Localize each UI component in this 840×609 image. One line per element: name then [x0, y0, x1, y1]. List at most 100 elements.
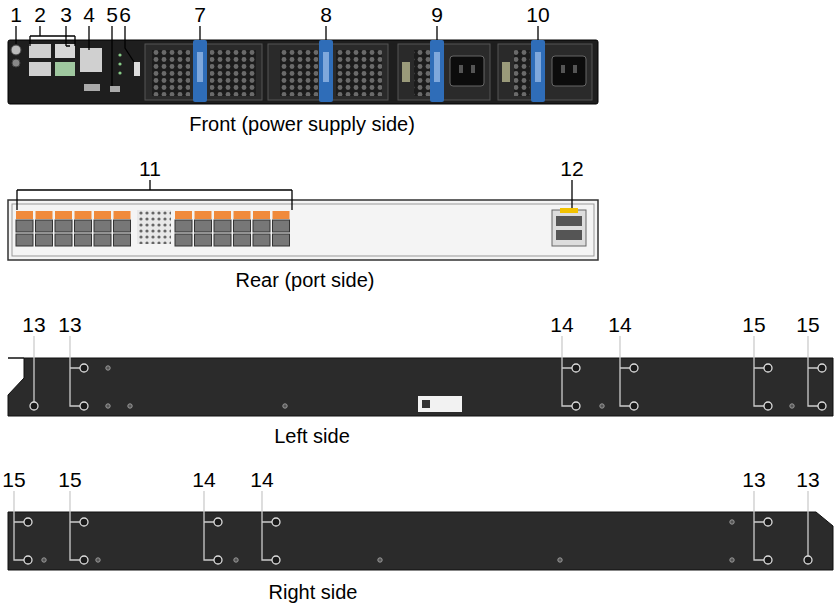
sfp-port: [214, 234, 231, 246]
sfp-port: [94, 220, 111, 232]
sfp-port: [195, 234, 212, 246]
rear-panel: [8, 200, 598, 260]
callout-number: 13: [796, 469, 819, 490]
screw: [42, 558, 46, 562]
leader-line: [754, 491, 764, 560]
callout-number: 14: [550, 314, 573, 335]
mounting-hole: [80, 364, 88, 372]
sfp-port: [234, 220, 251, 232]
sfp-port: [94, 234, 111, 246]
leader-line: [562, 336, 572, 406]
sfp-port: [175, 234, 192, 246]
leader-line: [262, 491, 272, 560]
mounting-hole: [764, 402, 772, 410]
sfp-port: [175, 220, 192, 232]
mounting-hole: [80, 518, 88, 526]
leader-line: [807, 491, 808, 556]
callout-number: 14: [608, 314, 631, 335]
callout-number: 12: [560, 158, 583, 179]
port-label: [114, 211, 131, 219]
leader-line: [70, 336, 80, 406]
screw: [730, 520, 734, 524]
mounting-hole: [272, 556, 280, 564]
mounting-hole: [214, 556, 222, 564]
leader-line: [620, 336, 630, 406]
port-label: [75, 211, 92, 219]
callout-number: 11: [139, 158, 161, 179]
screw: [790, 404, 794, 408]
mounting-hole: [80, 402, 88, 410]
sfp-port: [253, 234, 270, 246]
callout-number: 8: [320, 4, 332, 25]
callout-number: 6: [119, 4, 131, 25]
view-caption: Front (power supply side): [189, 114, 415, 134]
callout-number: 10: [526, 4, 549, 25]
port-label: [175, 211, 192, 219]
sfp-port: [75, 220, 92, 232]
callout-number: 15: [796, 314, 819, 335]
callout-number: 15: [58, 469, 81, 490]
sfp-port: [55, 234, 72, 246]
mounting-hole: [214, 518, 222, 526]
screw: [378, 558, 382, 562]
front-leaders: [16, 26, 538, 86]
port-label: [36, 211, 53, 219]
mounting-hole: [24, 518, 32, 526]
callout-number: 2: [34, 4, 46, 25]
sfp-port: [55, 220, 72, 232]
sfp-port: [195, 220, 212, 232]
sfp-port: [16, 220, 33, 232]
view-caption: Rear (port side): [236, 270, 375, 290]
sfp-port: [114, 234, 131, 246]
screw: [558, 558, 562, 562]
port-label: [195, 211, 212, 219]
port-label: [273, 211, 290, 219]
mounting-hole: [764, 364, 772, 372]
screw: [283, 404, 287, 408]
screw: [234, 558, 238, 562]
callout-number: 5: [106, 4, 118, 25]
screw: [600, 404, 604, 408]
callout-number: 7: [194, 4, 206, 25]
mounting-hole: [630, 364, 638, 372]
screw: [96, 558, 100, 562]
sfp-port: [214, 220, 231, 232]
sfp-port: [16, 234, 33, 246]
mounting-hole: [80, 556, 88, 564]
screw: [128, 404, 132, 408]
view-caption: Left side: [274, 426, 350, 446]
right-side-panel: [8, 512, 833, 570]
right-side-holes: [14, 491, 812, 564]
callout-number: 15: [742, 314, 765, 335]
callout-number: 3: [60, 4, 72, 25]
mounting-hole: [24, 556, 32, 564]
callout-number: 15: [2, 469, 25, 490]
port-label: [94, 211, 111, 219]
callout-number: 14: [250, 469, 273, 490]
front-panel: [8, 40, 598, 104]
callout-number: 4: [83, 4, 95, 25]
rear-ports: [16, 211, 290, 246]
leader-line: [808, 336, 818, 406]
left-side-panel: [8, 358, 833, 416]
sfp-port: [234, 234, 251, 246]
mounting-hole: [818, 402, 826, 410]
mounting-hole: [30, 402, 38, 410]
sfp-port: [114, 220, 131, 232]
mounting-hole: [572, 364, 580, 372]
screw: [106, 404, 110, 408]
mounting-hole: [804, 556, 812, 564]
mounting-hole: [630, 402, 638, 410]
callout-number: 14: [192, 469, 215, 490]
sfp-port: [75, 234, 92, 246]
callout-number: 13: [22, 314, 45, 335]
mounting-hole: [764, 556, 772, 564]
callout-number: 1: [10, 4, 22, 25]
sfp-port: [36, 220, 53, 232]
leader-line: [754, 336, 764, 406]
port-label: [55, 211, 72, 219]
sfp-port: [253, 220, 270, 232]
leader-line: [204, 491, 214, 560]
sfp-port: [273, 220, 290, 232]
